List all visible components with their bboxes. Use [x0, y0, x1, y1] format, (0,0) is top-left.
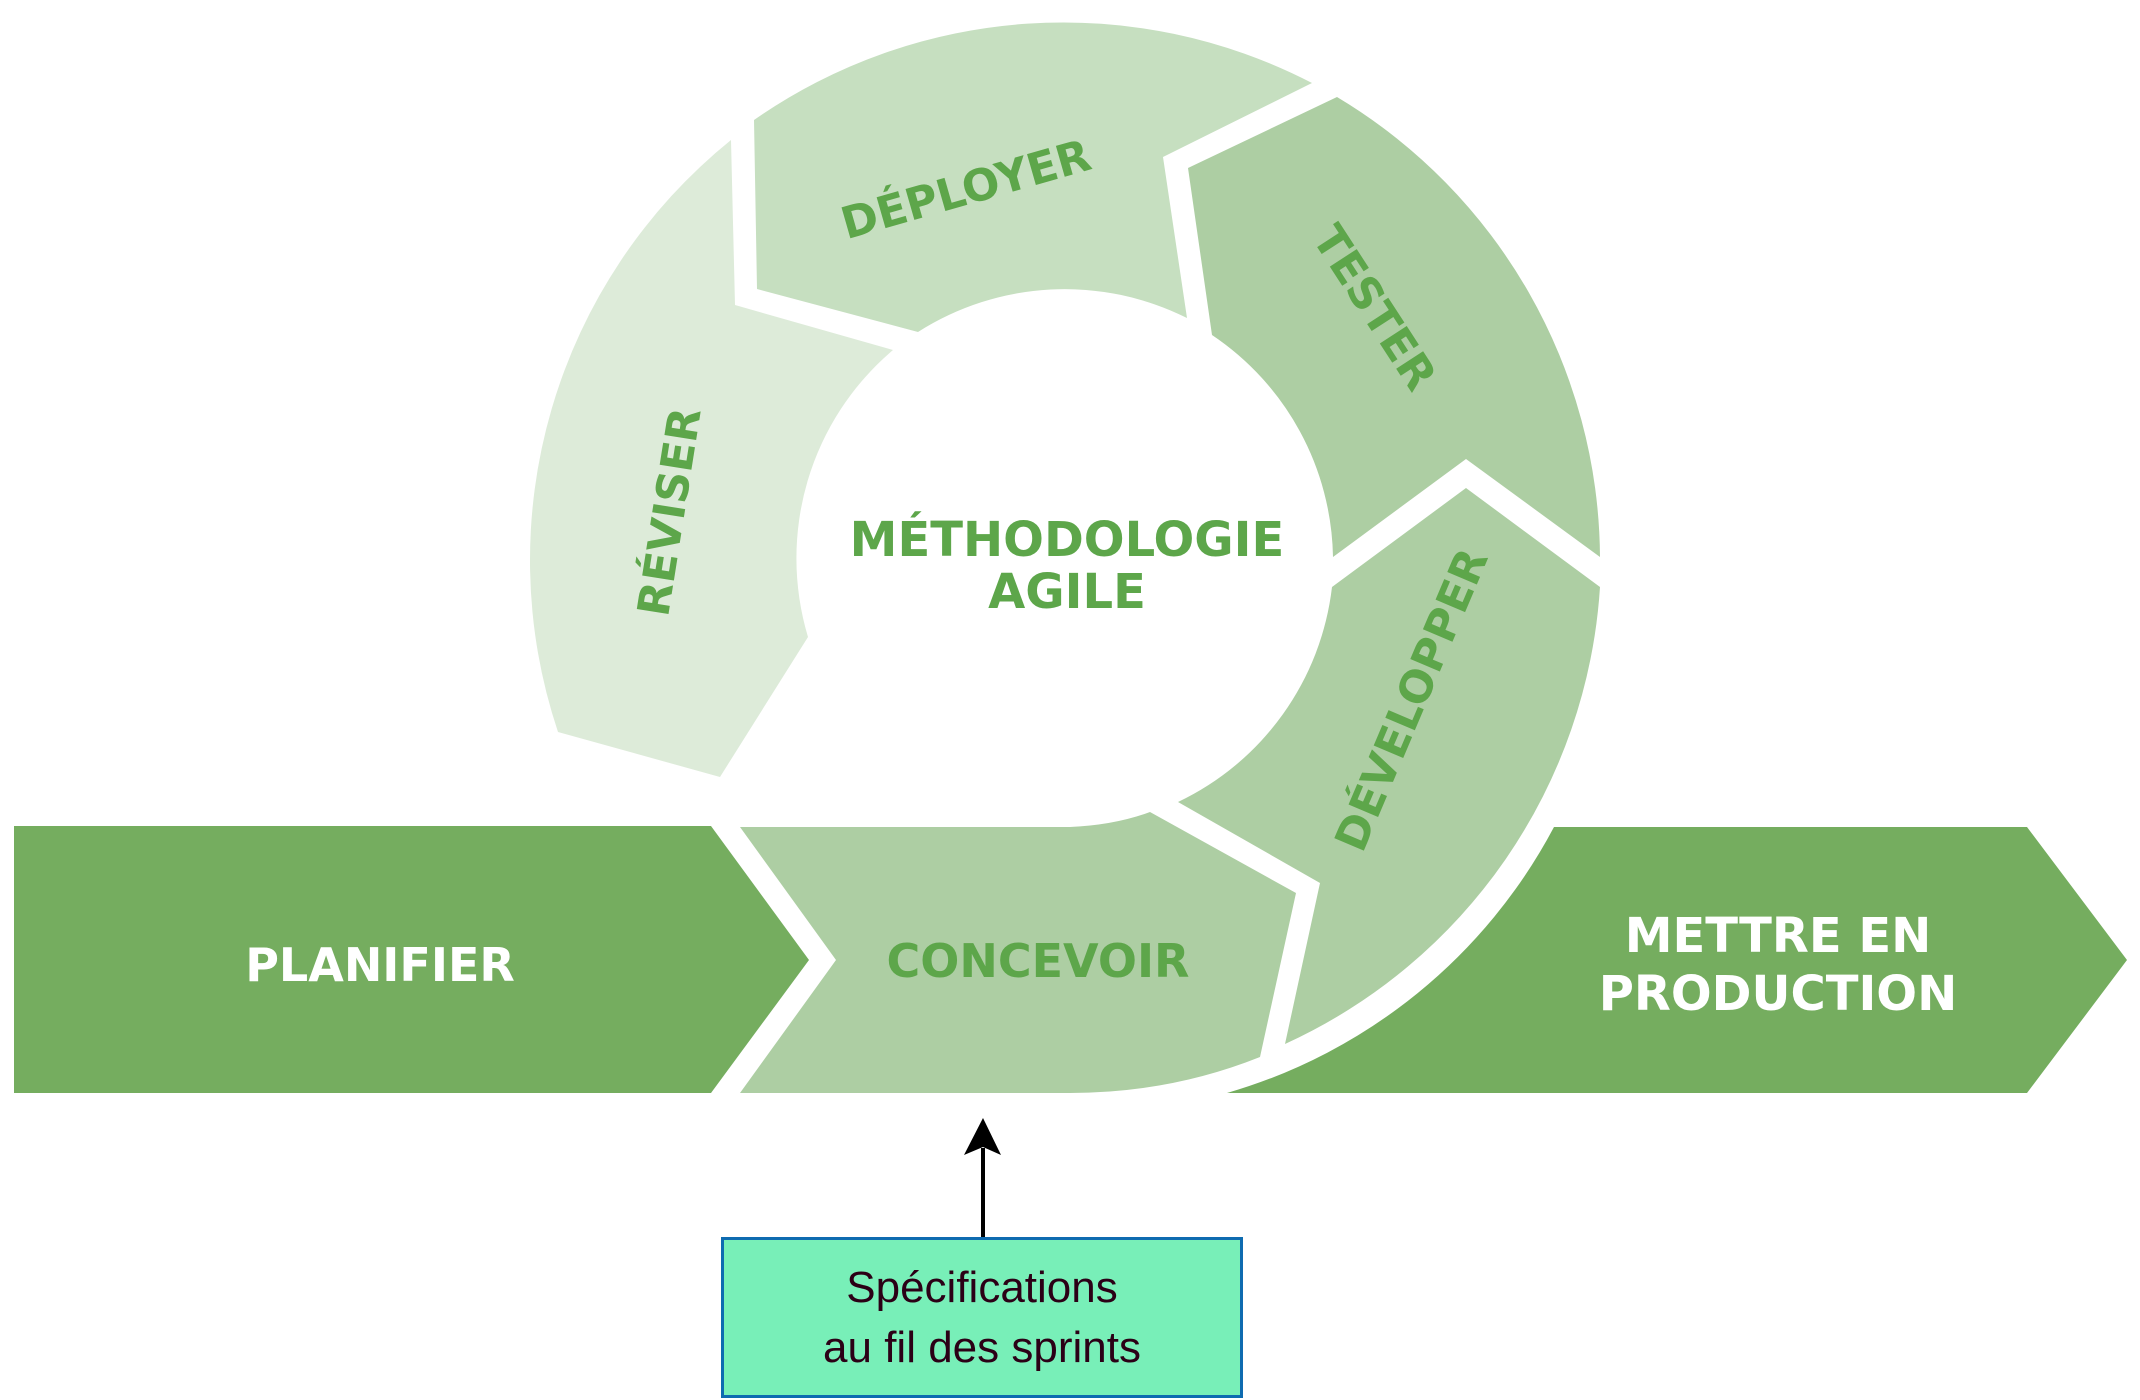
annotation-arrow	[964, 1118, 1001, 1237]
concevoir-shape	[740, 812, 1296, 1093]
developper-shape	[1178, 488, 1600, 1044]
specifications-note-line-1: Spécifications	[846, 1262, 1118, 1312]
specifications-note: Spécifications au fil des sprints	[721, 1237, 1243, 1398]
mettre-en-production-shape	[1227, 827, 2127, 1093]
reviser-shape	[529, 140, 893, 777]
concevoir-label: CONCEVOIR	[887, 934, 1190, 988]
mettre-en-production-label-line-1: METTRE EN	[1625, 908, 1932, 964]
planifier-shape	[14, 826, 809, 1093]
planifier-label: PLANIFIER	[245, 938, 515, 992]
center-title-line-1: MÉTHODOLOGIE	[850, 511, 1285, 568]
deployer-shape	[754, 22, 1312, 333]
arrow-head-icon	[964, 1118, 1001, 1155]
tester-shape	[1188, 97, 1600, 557]
center-title-line-2: AGILE	[988, 564, 1146, 620]
mettre-en-production-label-line-2: PRODUCTION	[1599, 966, 1958, 1022]
specifications-note-line-2: au fil des sprints	[823, 1322, 1141, 1372]
